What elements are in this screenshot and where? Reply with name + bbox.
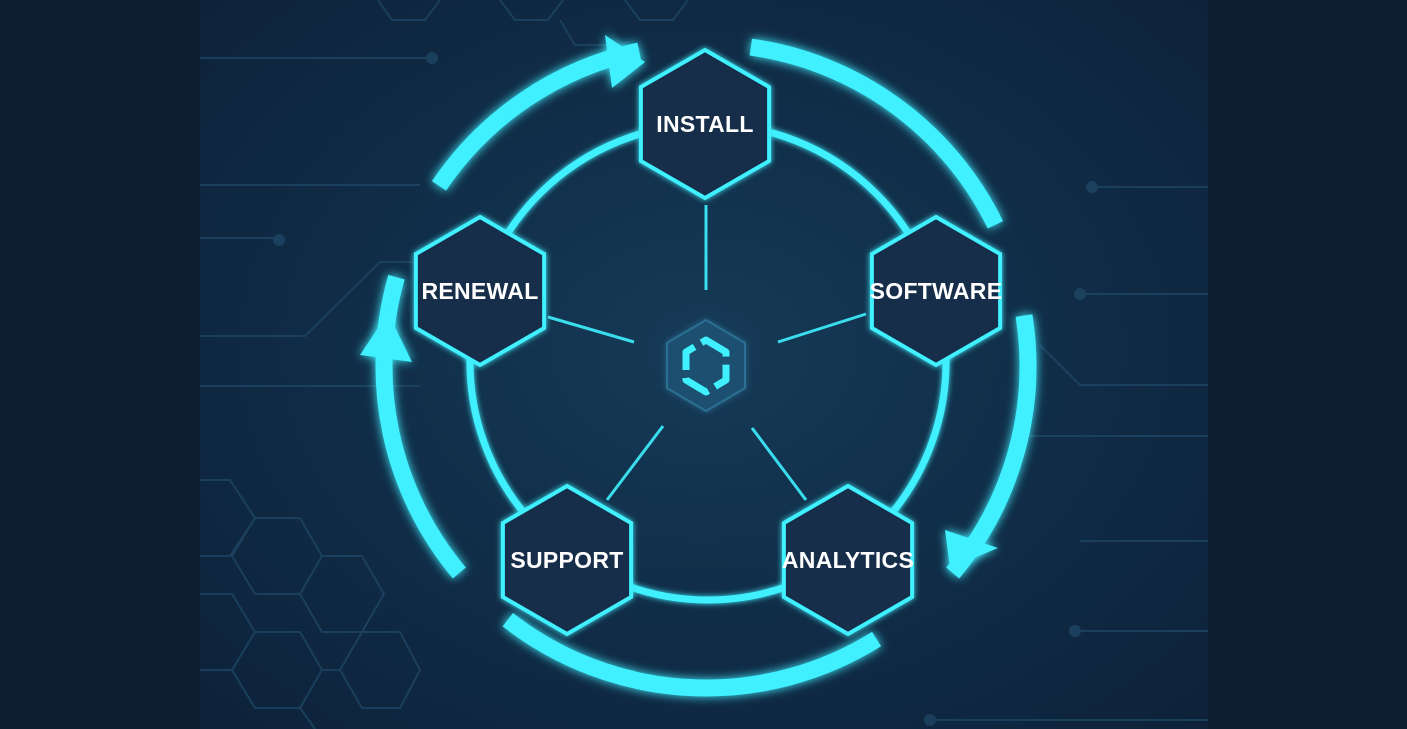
cycle-arrow-arc	[431, 42, 641, 191]
node-label-renewal: RENEWAL	[421, 278, 538, 304]
node-hexagon	[781, 483, 915, 637]
spoke-analytics	[750, 427, 808, 501]
cycle-arrow-arc	[946, 314, 1037, 579]
node-label-support: SUPPORT	[510, 547, 623, 573]
node-label-software: SOFTWARE	[870, 278, 1003, 304]
node-software: SOFTWARE	[869, 214, 1003, 368]
node-renewal: RENEWAL	[413, 214, 547, 368]
cycle-arrow-arc	[502, 612, 882, 697]
node-install: INSTALL	[638, 47, 772, 201]
node-support: SUPPORT	[500, 483, 634, 637]
spoke-renewal	[547, 315, 635, 344]
cycle-arrow-arc	[749, 38, 1004, 229]
node-hexagon	[869, 214, 1003, 368]
node-label-install: INSTALL	[656, 111, 754, 137]
spoke-software	[777, 312, 867, 344]
cube-loop-icon	[666, 318, 746, 413]
arrow-head	[945, 530, 998, 568]
node-label-analytics: ANALYTICS	[782, 547, 914, 573]
node-hexagon	[413, 214, 547, 368]
node-hexagon	[638, 47, 772, 201]
arrow-head	[360, 313, 412, 362]
node-analytics: ANALYTICS	[781, 483, 915, 637]
arrow-head	[605, 35, 645, 88]
cycle-arrows	[360, 35, 1037, 697]
spoke-support	[605, 425, 665, 501]
node-hexagon	[500, 483, 634, 637]
connector-spokes	[547, 205, 867, 501]
